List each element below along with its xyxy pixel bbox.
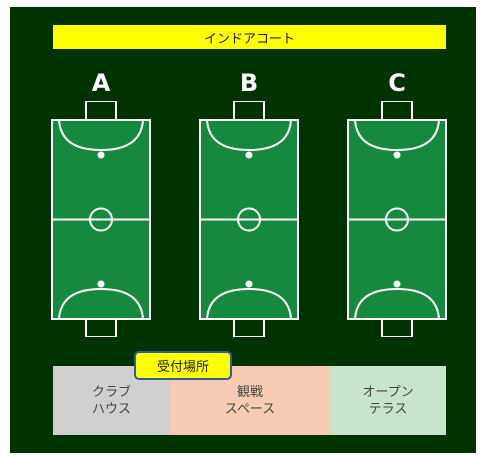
spectator-space-label-line2: スペース — [224, 401, 276, 417]
spectator-space-label-line1: 観戦 — [236, 384, 263, 400]
court-c-label: C — [388, 69, 406, 97]
court-a-label: A — [91, 69, 111, 97]
club-house-area[interactable]: クラブ ハウス — [53, 366, 170, 435]
court-b-label: B — [239, 69, 259, 97]
open-terrace-area[interactable]: オープン テラス — [330, 366, 446, 435]
open-terrace-label-line2: テラス — [368, 401, 408, 417]
court-a[interactable]: A — [51, 70, 151, 340]
club-house-label-line1: クラブ — [91, 384, 131, 400]
indoor-court-banner: インドアコート — [53, 25, 446, 49]
court-a-diagram — [51, 101, 151, 337]
court-c-diagram — [347, 101, 447, 337]
court-c[interactable]: C — [347, 70, 447, 340]
court-b-diagram — [199, 101, 299, 337]
open-terrace-label-line1: オープン — [362, 384, 414, 400]
club-house-label-line2: ハウス — [91, 401, 131, 417]
reception-badge[interactable]: 受付場所 — [134, 351, 232, 380]
court-b[interactable]: B — [199, 70, 299, 340]
